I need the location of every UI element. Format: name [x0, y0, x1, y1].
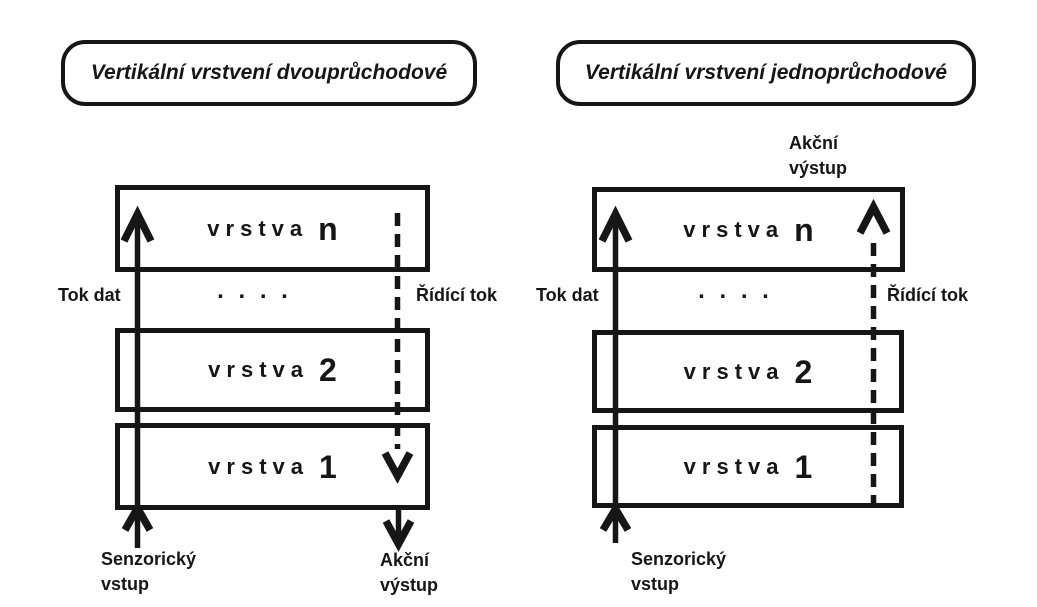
layer-label: vrstva: [208, 453, 310, 479]
label-sensory-input-line1: Senzorický: [101, 549, 197, 569]
diagram-title-text: Vertikální vrstvení jednoprůchodové: [584, 61, 948, 84]
layer-index: n: [794, 211, 814, 248]
label-sensory-input: Senzorický vstup: [631, 547, 726, 597]
layer-index: 2: [319, 352, 337, 388]
diagram-title-text: Vertikální vrstvení dvouprůchodové: [90, 61, 448, 84]
label-sensory-input-line2: vstup: [101, 574, 150, 594]
label-action-output-line1: Akční: [380, 550, 430, 570]
label-action-output: Akční výstup: [380, 548, 438, 598]
layer-index: 1: [794, 448, 813, 485]
label-sensory-input: Senzorický vstup: [101, 547, 196, 597]
layer-index: 2: [794, 353, 813, 390]
diagram-title-two-pass: Vertikální vrstvení dvouprůchodové: [61, 40, 477, 106]
label-sensory-input-line1: Senzorický: [631, 549, 727, 569]
layer-box-2: vrstva 2: [592, 330, 904, 413]
label-action-output-line2: výstup: [380, 575, 439, 595]
layer-label: vrstva: [208, 357, 310, 382]
diagram-title-single-pass: Vertikální vrstvení jednoprůchodové: [556, 40, 976, 106]
label-control-flow: Řídící tok: [416, 285, 498, 305]
ellipsis-layers: . . . .: [698, 277, 773, 304]
label-action-output-top: Akční výstup: [789, 131, 847, 181]
label-data-flow: Tok dat: [58, 285, 121, 305]
layer-label: vrstva: [683, 358, 785, 384]
label-action-output-line1: Akční: [789, 133, 839, 153]
layer-box-1: vrstva 1: [115, 423, 430, 510]
layer-box-2: vrstva 2: [115, 328, 430, 412]
layer-box-n: vrstva n: [592, 187, 905, 272]
label-action-output-line2: výstup: [789, 158, 848, 178]
label-data-flow: Tok dat: [536, 285, 599, 305]
label-control-flow: Řídící tok: [887, 285, 969, 305]
ellipsis-layers: . . . .: [217, 277, 292, 304]
layer-label: vrstva: [207, 215, 309, 241]
action-output-arrow-down: [382, 510, 415, 552]
layer-index: n: [318, 210, 338, 247]
layer-label: vrstva: [683, 216, 785, 242]
layer-box-n: vrstva n: [115, 185, 430, 272]
layer-index: 1: [319, 448, 337, 485]
layer-label: vrstva: [683, 453, 785, 479]
label-sensory-input-line2: vstup: [631, 574, 680, 594]
layer-box-1: vrstva 1: [592, 425, 904, 508]
